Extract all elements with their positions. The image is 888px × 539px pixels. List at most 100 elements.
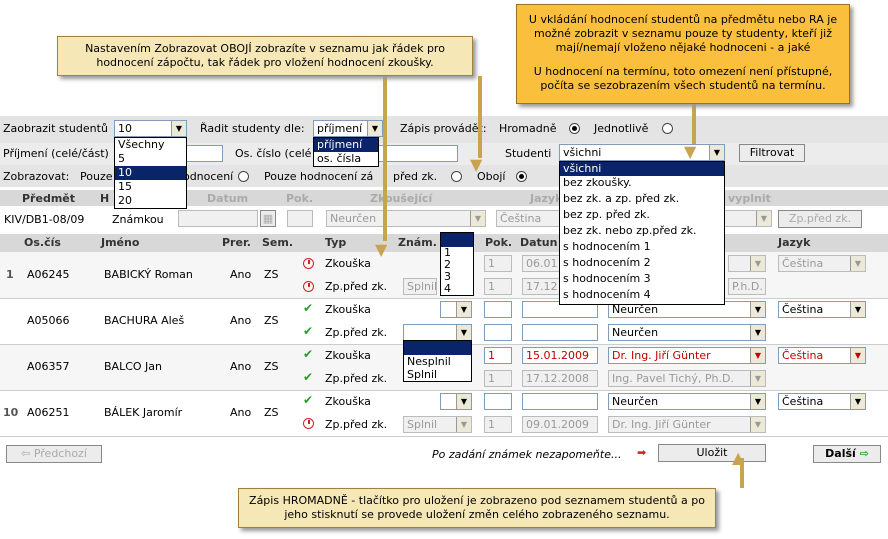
date-input[interactable]	[522, 393, 598, 410]
grade-select[interactable]: ▼	[440, 393, 472, 410]
check-icon: ✔	[303, 370, 314, 384]
pass-select[interactable]: ▼	[403, 324, 472, 341]
filter-button[interactable]: Filtrovat	[739, 144, 805, 162]
date-input: 17.12	[522, 278, 562, 295]
subject-date-input	[178, 210, 258, 227]
sort-select[interactable]: příjmení▼	[313, 120, 383, 137]
option[interactable]: Všechny	[118, 138, 165, 151]
surname-label: Příjmení (celé/část)	[3, 147, 109, 160]
display-both-radio[interactable]	[516, 171, 527, 182]
check-icon: ✔	[303, 393, 314, 407]
option[interactable]: s hodnocením 2	[563, 256, 651, 269]
col-pok: Pok.	[485, 236, 513, 249]
students-select[interactable]: všichni▼	[559, 144, 725, 161]
examiner-select: Ing. Pavel Tichý, Ph.D.▼	[608, 370, 766, 387]
save-hint: Po zadání známek nezapomeňte...	[432, 448, 622, 461]
student-id: A06251	[27, 406, 70, 419]
bulk-radio[interactable]	[569, 123, 580, 134]
grade-list[interactable]: 1 2 3 4	[440, 232, 474, 296]
row-type: Zp.před zk.	[325, 418, 388, 431]
examiner-select[interactable]: Neurčen▼	[608, 324, 766, 341]
option[interactable]: bez zp. před zk.	[563, 208, 650, 221]
lang-select[interactable]: Čeština▼	[778, 347, 866, 364]
col-prer: Prer.	[222, 236, 251, 249]
show-count-select[interactable]: 10▼	[114, 120, 187, 137]
col-id: Os.čís	[24, 236, 61, 249]
student-name: BÁLEK Jaromír	[104, 406, 183, 419]
option[interactable]: 20	[118, 194, 132, 207]
option[interactable]: bez zkoušky.	[563, 176, 632, 189]
option[interactable]: 10	[115, 166, 186, 180]
subject-examiner-select: Neurčen▼	[326, 210, 486, 227]
option[interactable]: bez zk. a zp. před zk.	[563, 192, 680, 205]
option[interactable]: Splnil	[407, 368, 438, 381]
arrow-right-icon: ➡	[637, 446, 647, 459]
subject-code: KIV/DB1-08/09	[4, 213, 85, 226]
option[interactable]: 1	[444, 246, 451, 259]
row-type: Zp.před zk.	[325, 280, 388, 293]
callout-arrow: ▼	[375, 240, 388, 259]
examiner-select[interactable]: Dr. Ing. Jiří Günter▼	[608, 347, 766, 364]
arrow-right-icon: ⇨	[855, 447, 869, 460]
display-label: Zobrazovat:	[3, 170, 70, 183]
grade-select[interactable]: ▼	[440, 301, 472, 318]
pok-input[interactable]	[484, 301, 512, 318]
option[interactable]: 15	[118, 180, 132, 193]
sort-list[interactable]: příjmení os. čísla	[313, 137, 379, 167]
lang-select[interactable]: Čeština▼	[778, 393, 866, 410]
option[interactable]: Nesplnil	[407, 355, 451, 368]
next-button[interactable]: Další ⇨	[813, 445, 881, 463]
clock-icon	[303, 258, 314, 272]
option[interactable]: 3	[444, 270, 451, 283]
student-sem: ZS	[264, 268, 279, 281]
option[interactable]: os. čísla	[317, 152, 362, 165]
date-input: 06.01	[522, 255, 562, 272]
option[interactable]: s hodnocením 3	[563, 272, 651, 285]
display-pre-radio[interactable]	[451, 171, 462, 182]
col-sem: Sem.	[262, 236, 294, 249]
sort-label: Řadit studenty dle:	[200, 122, 305, 135]
date-input: 09.01.2009	[522, 416, 598, 433]
callout-display-both: Nastavením Zobrazovat OBOJÍ zobrazíte v …	[57, 36, 473, 76]
display-exam-radio[interactable]	[238, 171, 249, 182]
pok-input[interactable]	[484, 393, 512, 410]
option[interactable]: 5	[118, 152, 125, 165]
pok-input[interactable]: 1	[484, 347, 512, 364]
grade-select: Splnil	[403, 278, 437, 295]
date-input[interactable]	[522, 324, 598, 341]
option[interactable]: s hodnocením 4	[563, 288, 651, 301]
pok-input: 1	[484, 370, 512, 387]
save-button[interactable]: Uložit	[658, 444, 766, 462]
student-id: A06245	[27, 268, 70, 281]
pass-list[interactable]: Nesplnil Splnil	[403, 340, 472, 382]
student-prer: Ano	[230, 268, 252, 281]
option[interactable]: bez zk. nebo zp.před zk.	[563, 224, 697, 237]
show-count-list[interactable]: Všechny 5 10 15 20	[114, 137, 187, 209]
surname-input[interactable]	[185, 145, 223, 162]
col-grade: Znám.	[398, 236, 437, 249]
single-radio[interactable]	[662, 123, 673, 134]
examiner-select[interactable]: Neurčen▼	[608, 393, 766, 410]
row-type: Zkouška	[325, 257, 371, 270]
option[interactable]: všichni	[560, 162, 724, 176]
check-icon: ✔	[303, 347, 314, 361]
students-list[interactable]: všichni bez zkoušky. bez zk. a zp. před …	[559, 161, 725, 305]
option[interactable]	[441, 233, 473, 247]
option[interactable]	[404, 341, 471, 355]
pok-input: 1	[484, 278, 512, 295]
callout-connector	[478, 76, 482, 158]
previous-button[interactable]: ⇦ Předchozí	[6, 445, 102, 463]
check-icon: ✔	[303, 301, 314, 315]
lang-select[interactable]: Čeština▼	[778, 301, 866, 318]
display-grade-label: hodnocení	[176, 170, 234, 183]
callout-students-filter: U vkládání hodnocení studentů na předmět…	[516, 4, 850, 104]
pok-input[interactable]	[484, 324, 512, 341]
option[interactable]: s hodnocením 1	[563, 240, 651, 253]
option[interactable]: příjmení	[314, 138, 378, 152]
option[interactable]: 4	[444, 282, 451, 295]
date-input[interactable]: 15.01.2009	[522, 347, 598, 364]
grade-select: Splnil▼	[403, 416, 472, 433]
examiner-select: ▼	[728, 255, 766, 272]
option[interactable]: 2	[444, 258, 451, 271]
arrow-left-icon: ⇦	[21, 447, 34, 460]
